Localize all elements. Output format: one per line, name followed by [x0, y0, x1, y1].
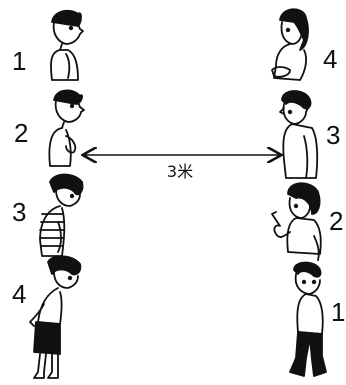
right-person-3	[280, 91, 317, 178]
right-person-4	[272, 9, 308, 80]
left-person-3	[40, 175, 83, 257]
right-person-2	[272, 183, 321, 260]
left-person-1	[51, 11, 83, 80]
left-person-4	[30, 256, 80, 378]
left-person-2	[49, 90, 84, 166]
right-person-1	[290, 263, 326, 377]
